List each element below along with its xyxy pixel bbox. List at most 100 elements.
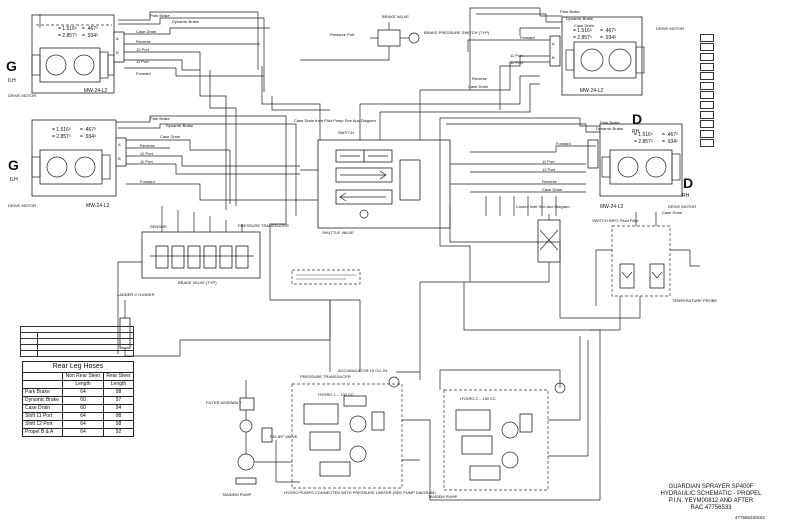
hose-lines-top-left: Park Brake Dynamic Brake Case Drain Reve… (39, 11, 270, 92)
motor-disp2-ml: = 2.857³ (52, 134, 71, 140)
lbl-reverse-tr: Reverse (472, 76, 488, 81)
hydro-pump-2: HYDRO 2 – 130 CC TANDEM PUMP (428, 382, 566, 499)
lbl-dyn-brake-mr: Dynamic Brake (596, 126, 624, 131)
title-line-3: P.I.N. YEYM00812 AND AFTER (668, 498, 754, 504)
lbl-12port-mr: 12 Port (542, 167, 556, 172)
motor-sub-ml: ILH (10, 177, 18, 183)
lbl-bottom-note: HYDRO PUMPS CONNECTED WITH PRESSURE LIMI… (284, 490, 436, 495)
hose-table-title: Rear Leg Hoses (22, 361, 134, 373)
hose-non-length: 64 (62, 420, 104, 429)
hose-rear-length: 94 (102, 404, 135, 413)
reservoir-right: SWITCH INFO Fluid Filter Case Drain TEMP… (560, 210, 717, 319)
motor-model-tl: MW-24-L2 (84, 88, 107, 94)
title-line-4: RAC 47756533 (690, 505, 732, 511)
drive-motor-top-left: G ILH = 1.516³ = .467³ = 2.857³ = .934³ … (6, 14, 125, 98)
hose-subheader-1: Length (62, 380, 104, 389)
central-valve-block: SWITCH SHUTTLE VALVE Case Drain from Pil… (294, 118, 470, 235)
legend-item (700, 129, 790, 139)
hose-non-length: 60 (62, 404, 104, 413)
lbl-case-drain2-tr: Case Drain (468, 84, 488, 89)
lbl-11port-tr: 11 Port (510, 53, 523, 58)
motor-disp1-tl: = 1.516³ (58, 26, 77, 32)
brake-valve-top: BRAKE VALVE BRAKE PRESSURE SWITCH (TYP) … (300, 14, 490, 61)
pressure-switch-symbol-icon (700, 100, 714, 109)
lbl-filter-assembly: FILTER ASSEMBLY (206, 400, 242, 405)
lbl-switch-info: SWITCH INFO (592, 218, 618, 223)
motor-disp2b-ml: = .934³ (80, 134, 96, 140)
lbl-case-drain-ml: Case Drain (160, 134, 180, 139)
lbl-forward-mr: Forward (556, 141, 571, 146)
lbl-switch: SWITCH (338, 130, 354, 135)
table-row: Park Brake 64 98 (21, 388, 135, 397)
pump-symbol-icon (700, 62, 714, 71)
hose-name: Shift 11 Port (21, 412, 64, 421)
hose-non-length: 60 (62, 396, 104, 405)
hose-header-1: Non Rear Steer (62, 372, 104, 381)
valve-symbol-icon (700, 43, 714, 52)
lbl-brake-valve-typ: BRAKE VALVE (TYP) (178, 280, 217, 285)
solenoid-symbol-icon (700, 91, 714, 100)
svg-text:B: B (118, 156, 121, 161)
motor-disp1-tr: = 1.516³ (573, 28, 592, 34)
svg-text:A: A (116, 36, 119, 41)
interconnect-lines (117, 60, 700, 501)
lbl-dyn-brake-tl: Dynamic Brake (172, 19, 200, 24)
motor-caption-tr: DRIVE MOTOR (656, 26, 684, 31)
motor-disp2-tl: = 2.857³ (58, 33, 77, 39)
motor-model-tr: MW-24-L2 (580, 88, 603, 94)
hose-non-length: 64 (62, 388, 104, 397)
legend-item (700, 139, 790, 149)
lbl-forward-tr: Forward (520, 35, 535, 40)
cooler-symbol-icon (700, 139, 714, 148)
legend-item (700, 71, 790, 81)
motor-disp1b-mr: = .467³ (662, 132, 678, 138)
lbl-park-brake-ml: Park Brake (150, 116, 171, 121)
motor-disp2-tr: = 2.857³ (573, 35, 592, 41)
lbl-11port-mr: 11 Port (542, 159, 555, 164)
table-row: Case Drain 60 94 (21, 404, 135, 413)
lbl-12port-tl: 12 Port (136, 47, 150, 52)
orifice-symbol-icon (700, 120, 714, 129)
motor-disp1-mr: = 1.516³ (634, 132, 653, 138)
lbl-sensor: SENSOR (150, 224, 167, 229)
hose-lines-top-right: Park Brake Dynamic Brake Case Drain Forw… (360, 7, 594, 113)
motor-disp2-mr: = 2.857³ (634, 139, 653, 145)
hose-rear-length: 97 (102, 396, 135, 405)
legend-item (700, 81, 790, 91)
check-valve-symbol-icon (700, 81, 714, 90)
table-row: Shift 12 Port 64 98 (21, 420, 135, 429)
lbl-brake-pressure: BRAKE PRESSURE SWITCH (TYP) (424, 30, 490, 35)
hose-non-length: 64 (62, 412, 104, 421)
cooler: Cooled Inlet See Aux Diagram (420, 204, 570, 283)
motor-letter-mr: D (683, 175, 693, 191)
legend-item (700, 43, 790, 53)
lbl-temp-probe: TEMPERATURE PROBE (672, 298, 717, 303)
filter-relief-tandem: FILTER ASSEMBLY RELIEF VALVE TANDEM PUMP (206, 380, 298, 497)
lbl-park-brake-tl: Park Brake (150, 13, 171, 18)
motor-symbol-icon (700, 72, 714, 81)
lbl-case-drain-pilot: Case Drain from Pilot Pump See Aux Diagr… (294, 118, 376, 123)
lbl-hydro2: HYDRO 2 – 130 CC (460, 396, 496, 401)
svg-text:A: A (552, 41, 555, 46)
hose-non-length: 64 (62, 428, 104, 437)
lbl-park-brake-mr: Park Brake (600, 120, 621, 125)
hydro-pump-1: PRESSURE TRANSDUCER ACCUMULATOR 10 CU. I… (284, 368, 436, 495)
accumulator-symbol-icon (700, 110, 714, 119)
legend-item (700, 52, 790, 62)
lbl-pressure-port: Pressure Port (330, 32, 355, 37)
symbol-legend (700, 33, 790, 148)
lbl-brake-valve: BRAKE VALVE (382, 14, 409, 19)
hose-name: Propel B & A (21, 428, 64, 437)
lbl-case-drain-mr: Case Drain (542, 187, 562, 192)
lbl-tandem-pump-right: TANDEM PUMP (428, 494, 458, 499)
hose-name: Case Drain (21, 404, 64, 413)
motor-caption-ml: DRIVE MOTOR (8, 203, 36, 208)
hose-name: Park Brake (21, 388, 64, 397)
legend-item (700, 33, 790, 43)
legend-item (700, 91, 790, 101)
lbl-reverse-mr: Reverse (542, 179, 558, 184)
lbl-cooler: Cooled Inlet See Aux Diagram (516, 204, 570, 209)
motor-letter-tr: D (632, 111, 642, 127)
hose-header-0 (21, 372, 64, 381)
brake-valve-bank: SENSOR PRESSURE TRANSDUCER BRAKE VALVE (… (120, 206, 289, 285)
